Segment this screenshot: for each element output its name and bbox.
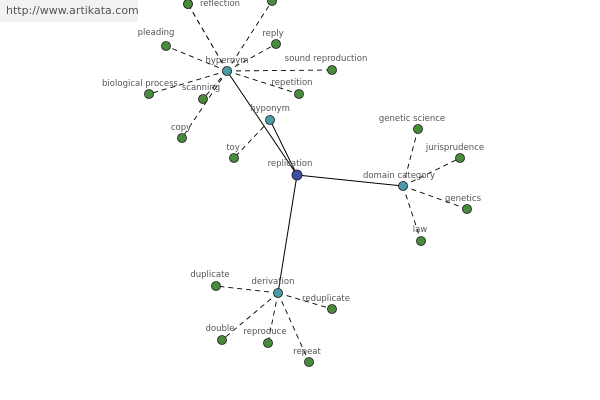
leaf-label-repeat[interactable]: repeat: [293, 347, 321, 357]
leaf-node-repeat[interactable]: [304, 357, 314, 367]
leaf-label-toy[interactable]: toy: [226, 143, 240, 153]
leaf-label-duplicate[interactable]: duplicate: [190, 270, 229, 280]
leaf-node-genetics[interactable]: [462, 204, 472, 214]
hub-label-domain[interactable]: domain category: [363, 171, 435, 181]
center-node-replication[interactable]: [291, 169, 303, 181]
edge-hypernym-copy: [181, 70, 228, 139]
edge-derivation-duplicate: [215, 285, 279, 294]
edge-hypernym-pleading: [165, 45, 228, 72]
leaf-node-double[interactable]: [217, 335, 227, 345]
leaf-node-biological-process[interactable]: [144, 89, 154, 99]
edge-hypernym-top-partial: [226, 0, 273, 72]
leaf-label-copy[interactable]: copy: [171, 123, 191, 133]
leaf-label-biological-process[interactable]: biological process: [102, 79, 178, 89]
edge-derivation-double: [221, 292, 279, 341]
edge-domain-genetics: [402, 185, 468, 210]
hub-label-hypernym[interactable]: hypernym: [205, 56, 248, 66]
edge-hypernym-scanning: [202, 70, 228, 100]
edge-derivation-reduplicate: [277, 292, 333, 310]
hub-label-hyponym[interactable]: hyponym: [250, 104, 290, 114]
edge-hypernym-biological-process: [148, 70, 228, 95]
leaf-node-toy[interactable]: [229, 153, 239, 163]
edge-domain-law: [402, 185, 422, 242]
leaf-node-reply[interactable]: [271, 39, 281, 49]
edge-replication-domain: [296, 174, 404, 187]
leaf-node-genetic-science[interactable]: [413, 124, 423, 134]
leaf-label-scanning[interactable]: scanning: [182, 83, 220, 93]
leaf-label-genetics[interactable]: genetics: [445, 194, 482, 204]
edge-hypernym-sound-reproduction: [226, 69, 333, 72]
edge-replication-derivation: [277, 174, 298, 294]
source-url[interactable]: http://www.artikata.com: [0, 0, 139, 22]
edges-layer: [148, 0, 468, 363]
edge-hypernym-repetition: [226, 70, 300, 95]
leaf-label-pleading[interactable]: pleading: [138, 28, 175, 38]
hub-node-hyponym[interactable]: [265, 115, 275, 125]
edge-derivation-repeat: [277, 292, 310, 363]
leaf-node-copy[interactable]: [177, 133, 187, 143]
leaf-node-reproduce[interactable]: [263, 338, 273, 348]
leaf-node-top-left[interactable]: [183, 0, 193, 9]
hub-node-domain[interactable]: [398, 181, 408, 191]
labels-layer: replication hypernym hyponym domain categor…: [102, 0, 484, 357]
leaf-node-law[interactable]: [416, 236, 426, 246]
leaf-label-law[interactable]: law: [413, 225, 428, 235]
leaf-label-sound-reproduction[interactable]: sound reproduction: [285, 54, 368, 64]
leaf-label-reproduce[interactable]: reproduce: [243, 327, 286, 337]
nodes-layer: [144, 0, 472, 367]
leaf-label-repetition[interactable]: repetition: [271, 78, 312, 88]
hub-label-derivation[interactable]: derivation: [251, 277, 294, 287]
edge-domain-jurisprudence: [402, 157, 461, 187]
leaf-label-genetic-science[interactable]: genetic science: [379, 114, 445, 124]
edge-replication-hypernym: [226, 70, 298, 176]
hub-node-derivation[interactable]: [273, 288, 283, 298]
leaf-node-pleading[interactable]: [161, 41, 171, 51]
center-label[interactable]: replication: [268, 159, 313, 169]
leaf-node-scanning[interactable]: [198, 94, 208, 104]
leaf-node-repetition[interactable]: [294, 89, 304, 99]
leaf-label-double[interactable]: double: [206, 324, 235, 334]
leaf-node-reduplicate[interactable]: [327, 304, 337, 314]
edge-hypernym-reply: [226, 43, 277, 72]
leaf-label-reply[interactable]: reply: [262, 29, 283, 39]
edge-domain-genetic-science: [402, 128, 419, 187]
edge-replication-hyponym: [269, 119, 298, 176]
leaf-node-top-partial[interactable]: [267, 0, 277, 6]
leaf-node-jurisprudence[interactable]: [455, 153, 465, 163]
hub-node-hypernym[interactable]: [222, 66, 232, 76]
edge-hypernym-top-left: [187, 3, 228, 72]
leaf-label-reflection[interactable]: reflection: [200, 0, 240, 9]
leaf-node-duplicate[interactable]: [211, 281, 221, 291]
leaf-node-sound-reproduction[interactable]: [327, 65, 337, 75]
leaf-label-jurisprudence[interactable]: jurisprudence: [425, 143, 484, 153]
leaf-label-reduplicate[interactable]: reduplicate: [302, 294, 350, 304]
